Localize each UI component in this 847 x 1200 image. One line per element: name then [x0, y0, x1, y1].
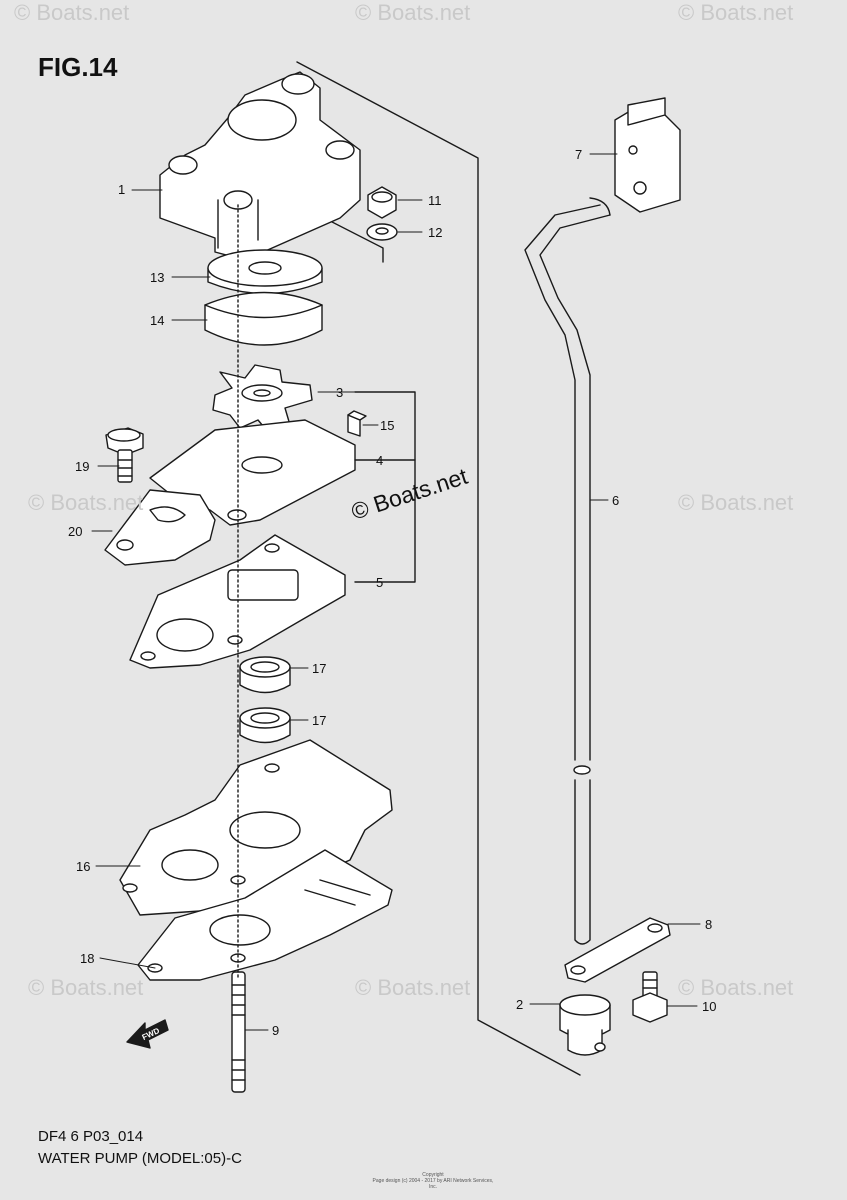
callout-15: 15 — [380, 418, 395, 433]
impeller-liner — [204, 291, 323, 346]
copyright-line1: Copyright — [422, 1172, 444, 1178]
oil-seal-upper — [239, 656, 291, 694]
washer — [366, 223, 398, 241]
callout-9: 9 — [272, 1023, 280, 1038]
fwd-arrow-icon: FWD — [126, 1019, 169, 1049]
kit-bracket — [354, 391, 416, 583]
assembly-outline-top — [296, 61, 581, 1076]
lower-gasket — [137, 849, 393, 981]
leader-lines — [91, 153, 701, 1031]
callout-19: 19 — [75, 459, 90, 474]
callout-12: 12 — [428, 225, 443, 240]
callout-18: 18 — [80, 951, 95, 966]
pump-housing-lower — [119, 739, 393, 916]
callout-16: 16 — [76, 859, 91, 874]
watermark: © Boats.net — [678, 975, 794, 1000]
watermark: © Boats.net — [678, 490, 794, 515]
callout-11: 11 — [428, 193, 442, 208]
callout-10: 10 — [702, 999, 717, 1014]
watermark: © Boats.net — [355, 975, 471, 1000]
callout-7: 7 — [575, 147, 583, 162]
tube-bracket-plate — [564, 917, 671, 983]
watermark: © Boats.net — [28, 975, 144, 1000]
copyright-line2: Page design (c) 2004 - 2017 by ARI Netwo… — [372, 1178, 494, 1190]
pump-case — [159, 71, 361, 261]
callout-14: 14 — [150, 313, 165, 328]
water-tube — [524, 197, 611, 945]
callout-6: 6 — [612, 493, 620, 508]
callout-13: 13 — [150, 270, 165, 285]
watermark: © Boats.net — [678, 0, 794, 25]
grommet — [614, 97, 681, 213]
callout-1: 1 — [118, 182, 126, 197]
hex-bolt-right — [632, 971, 668, 1023]
callout-17a: 17 — [312, 661, 327, 676]
callout-2: 2 — [516, 997, 524, 1012]
pump-insert-plate — [207, 249, 323, 295]
copyright-notice: Copyright Page design (c) 2004 - 2017 by… — [368, 1172, 498, 1190]
callout-8: 8 — [705, 917, 713, 932]
callout-17b: 17 — [312, 713, 327, 728]
figure-description: WATER PUMP (MODEL:05)-C — [38, 1150, 242, 1167]
nut — [367, 186, 397, 219]
callout-4: 4 — [376, 453, 384, 468]
oil-seal-lower — [239, 707, 291, 744]
watermark: © Boats.net — [28, 490, 144, 515]
callout-3: 3 — [336, 385, 344, 400]
watermark: © Boats.net — [355, 0, 471, 25]
callout-20: 20 — [68, 524, 83, 539]
stud-bolt — [231, 971, 246, 1093]
small-gasket — [104, 489, 216, 566]
watermark: © Boats.net — [14, 0, 130, 25]
figure-code: DF4 6 P03_014 — [38, 1128, 144, 1145]
callout-5: 5 — [376, 575, 384, 590]
tube-grommet — [559, 994, 611, 1056]
impeller-key — [347, 410, 367, 437]
hex-bolt-left — [105, 427, 144, 483]
figure-title: FIG.14 — [38, 52, 118, 82]
